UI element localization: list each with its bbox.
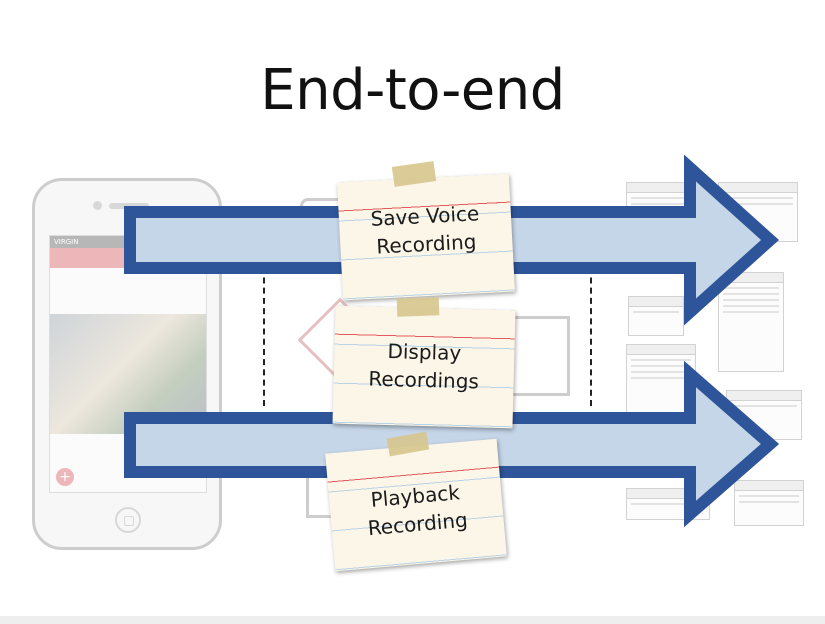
note-label: Playback Recording — [366, 480, 469, 541]
note-display-recordings: Display Recordings — [332, 305, 516, 429]
tape-strip — [396, 297, 440, 317]
db-table — [734, 480, 804, 526]
dotted-divider-left — [263, 206, 265, 406]
home-button-icon — [115, 507, 141, 533]
db-table — [628, 296, 684, 336]
db-table — [626, 488, 710, 520]
note-label: Display Recordings — [368, 339, 480, 394]
camera-icon — [93, 201, 102, 210]
db-table — [718, 272, 784, 372]
phone-screen: VIRGIN + — [49, 235, 207, 493]
note-playback-recording: Playback Recording — [325, 438, 507, 572]
plus-icon: + — [56, 468, 74, 486]
note-label: Save Voice Recording — [370, 201, 480, 259]
slide-title: End-to-end — [260, 58, 565, 123]
slide-footer-band — [0, 616, 825, 624]
note-save-voice-recording: Save Voice Recording — [337, 173, 515, 301]
dotted-divider-right — [590, 206, 592, 406]
